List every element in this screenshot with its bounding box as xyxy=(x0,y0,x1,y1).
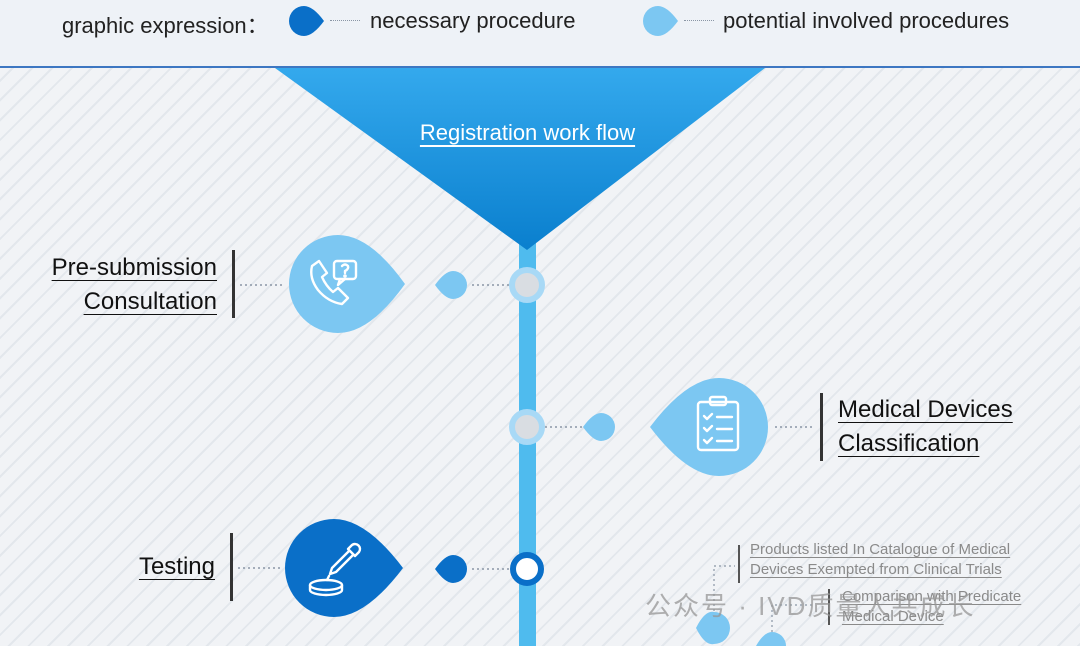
legend-potential-label: potential involved procedures xyxy=(723,8,1010,33)
step-pre-submission-label: Pre-submission Consultation xyxy=(51,254,217,315)
legend-bar: graphic expression： necessary procedure … xyxy=(0,0,1080,68)
step3-node xyxy=(510,552,544,586)
clipboard-checklist-icon xyxy=(696,395,740,452)
necessary-drop-icon xyxy=(289,6,324,36)
step1-bar xyxy=(232,250,235,318)
legend-necessary-label: necessary procedure xyxy=(370,8,576,33)
step2-icon-drop xyxy=(650,378,768,476)
legend-dots-1 xyxy=(330,20,360,21)
sub-option2-drop xyxy=(756,632,786,646)
potential-drop-icon xyxy=(643,6,678,36)
pipette-dish-icon xyxy=(308,542,362,597)
step1-node xyxy=(509,267,545,303)
step3-bar xyxy=(230,533,233,601)
step2-small-drop xyxy=(583,413,615,441)
step3-icon-drop xyxy=(285,519,403,617)
step2-bar xyxy=(820,393,823,461)
sub-option1-bar xyxy=(738,545,740,583)
workflow-title: Registration work flow xyxy=(419,120,636,145)
sub-option1-drop xyxy=(696,611,730,645)
phone-question-icon xyxy=(310,259,358,306)
sub-option2-bar xyxy=(828,589,830,625)
watermark: 公众号 · IVD质量人共成长 xyxy=(645,591,976,621)
step3-small-drop xyxy=(435,555,467,583)
step-testing-label: Testing xyxy=(138,553,215,580)
sub-option-catalogue-label: Products listed In Catalogue of Medical … xyxy=(750,541,1011,578)
legend-title: graphic expression： xyxy=(62,13,269,38)
step1-icon-drop xyxy=(289,235,405,333)
step1-small-drop xyxy=(435,271,467,299)
step2-node xyxy=(509,409,545,445)
legend-dots-2 xyxy=(684,20,714,21)
sub-option-predicate-label: Comparison with Predicate Medical Device xyxy=(842,588,1022,625)
step-classification-label: Medical Devices Classification xyxy=(838,396,1013,457)
funnel-shape xyxy=(275,68,765,250)
